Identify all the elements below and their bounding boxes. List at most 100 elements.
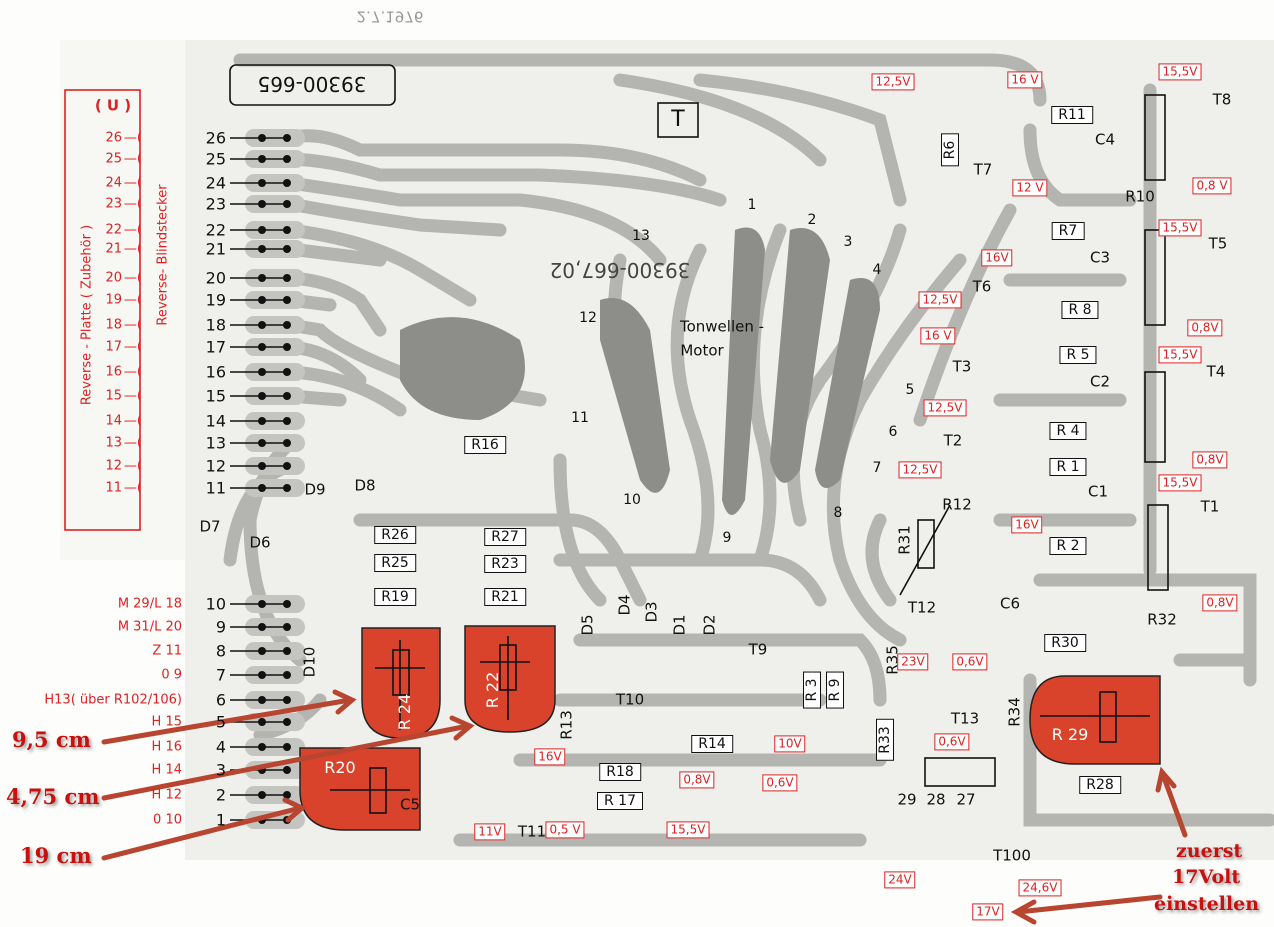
socket-symbol-icon: —( bbox=[123, 270, 142, 286]
pin-note: H 15 bbox=[151, 714, 182, 730]
connector-pin-7: 7 bbox=[215, 665, 226, 685]
motor-pin: 6 bbox=[888, 424, 898, 440]
component-label: T9 bbox=[748, 640, 768, 659]
voltage-label: 16V bbox=[981, 249, 1013, 267]
reverse-pin: 24 bbox=[105, 175, 122, 191]
component-label: R 3 bbox=[803, 671, 821, 709]
voltage-label: 12,5V bbox=[898, 461, 942, 479]
connector-pin-2: 2 bbox=[215, 785, 226, 805]
component-label: R21 bbox=[484, 588, 526, 606]
voltage-label: 0,5 V bbox=[545, 821, 585, 839]
voltage-label: 0,6V bbox=[952, 653, 988, 671]
socket-symbol-icon: —( bbox=[123, 151, 142, 167]
reverse-pin: 11 bbox=[105, 480, 122, 496]
component-label: R20 bbox=[324, 758, 356, 777]
socket-symbol-icon: —( bbox=[123, 292, 142, 308]
component-label: R 8 bbox=[1061, 301, 1099, 319]
component-label: R11 bbox=[1051, 106, 1093, 124]
connector-pin-4: 4 bbox=[215, 737, 226, 757]
component-label: R19 bbox=[374, 588, 416, 606]
component-label: R10 bbox=[1125, 187, 1155, 206]
pin-note: 0 10 bbox=[153, 812, 182, 828]
transistor-blocks bbox=[64, 64, 1169, 787]
socket-symbol-icon: —( bbox=[123, 175, 142, 191]
socket-symbol-icon: —( bbox=[123, 413, 142, 429]
component-label: D5 bbox=[578, 614, 597, 636]
voltage-label: 24,6V bbox=[1018, 879, 1062, 897]
copper-traces bbox=[223, 53, 1274, 847]
component-label: R18 bbox=[599, 763, 641, 781]
voltage-label: 0,6V bbox=[934, 733, 970, 751]
motor-pin: 8 bbox=[833, 505, 843, 521]
reverse-pin: 26 bbox=[105, 130, 122, 146]
voltage-label: 11V bbox=[474, 823, 506, 841]
socket-symbol-icon: —( bbox=[123, 222, 142, 238]
connector-pin-16: 16 bbox=[205, 362, 226, 382]
voltage-label: 15,5V bbox=[1158, 346, 1202, 364]
voltage-label: 16V bbox=[534, 748, 566, 766]
component-label: R13 bbox=[557, 710, 576, 740]
marker-t: T bbox=[671, 107, 685, 132]
component-label: R6 bbox=[941, 133, 959, 167]
component-label: C5 bbox=[399, 795, 421, 814]
connector-pin-8: 8 bbox=[215, 641, 226, 661]
motor-pin: 2 bbox=[807, 212, 817, 228]
component-label: R 2 bbox=[1049, 537, 1087, 555]
component-label: R32 bbox=[1147, 610, 1177, 629]
connector-pin-6: 6 bbox=[215, 690, 226, 710]
component-label: 28 bbox=[926, 790, 946, 809]
connector-pin-lines bbox=[230, 129, 305, 829]
component-label: R 5 bbox=[1059, 346, 1097, 364]
voltage-label: 0,8V bbox=[1187, 319, 1223, 337]
connector-pin-1: 1 bbox=[215, 810, 226, 830]
note-line-1: zuerst bbox=[1176, 840, 1243, 862]
motor-pin: 12 bbox=[579, 310, 597, 326]
note-line-3: einstellen bbox=[1154, 893, 1260, 915]
voltage-label: 0,8V bbox=[1192, 451, 1228, 469]
reverse-pin: 25 bbox=[105, 151, 122, 167]
component-label: R 17 bbox=[597, 792, 643, 810]
component-label: T3 bbox=[952, 357, 972, 376]
connector-pin-10: 10 bbox=[205, 594, 226, 614]
component-label: D3 bbox=[642, 601, 661, 623]
component-label: R30 bbox=[1044, 634, 1086, 652]
motor-pads bbox=[400, 227, 880, 515]
red-potentiometers bbox=[299, 625, 1161, 831]
reverse-pin: 14 bbox=[105, 413, 122, 429]
connector-pin-3: 3 bbox=[215, 760, 226, 780]
component-label: R 29 bbox=[1051, 725, 1089, 744]
voltage-label: 16 V bbox=[1007, 71, 1043, 89]
voltage-label: 10V bbox=[774, 735, 806, 753]
socket-symbol-icon: —( bbox=[123, 458, 142, 474]
pin-note: H13( über R102/106) bbox=[44, 692, 182, 708]
component-label: R23 bbox=[484, 555, 526, 573]
component-label: R34 bbox=[1005, 697, 1024, 727]
voltage-label: 12 V bbox=[1012, 179, 1048, 197]
voltage-label: 0,8V bbox=[679, 771, 715, 789]
socket-symbol-icon: —( bbox=[123, 130, 142, 146]
component-label: R26 bbox=[374, 526, 416, 544]
connector-pin-19: 19 bbox=[205, 290, 226, 310]
component-label: R 4 bbox=[1049, 422, 1087, 440]
component-label: T5 bbox=[1208, 234, 1228, 253]
component-label: T10 bbox=[615, 690, 645, 709]
socket-symbol-icon: —( bbox=[123, 339, 142, 355]
motor-label-2: Motor bbox=[680, 341, 724, 360]
connector-pin-20: 20 bbox=[205, 268, 226, 288]
reverse-blindstecker-label: Reverse- Blindstecker bbox=[155, 184, 171, 326]
reverse-pin: 22 bbox=[105, 222, 122, 238]
component-label: R27 bbox=[484, 528, 526, 546]
voltage-label: 0,6V bbox=[762, 774, 798, 792]
component-label: C4 bbox=[1094, 130, 1116, 149]
component-label: T7 bbox=[973, 160, 993, 179]
voltage-label: 23V bbox=[897, 653, 929, 671]
component-label: R33 bbox=[876, 719, 894, 761]
board-id-label: 39300-665 bbox=[257, 72, 367, 96]
adjustment-arrows bbox=[101, 689, 1188, 925]
reverse-pin: 19 bbox=[105, 292, 122, 308]
component-label: T12 bbox=[907, 598, 937, 617]
pin-note: 0 9 bbox=[161, 667, 182, 683]
voltage-label: 15,5V bbox=[666, 821, 710, 839]
component-label: D7 bbox=[199, 517, 221, 536]
